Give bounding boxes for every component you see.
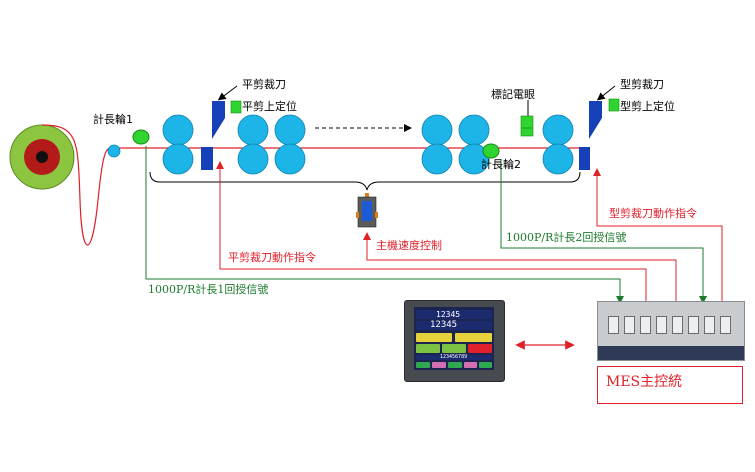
flat-cut-command-label: 平剪裁刀動作指令 [228,251,316,264]
plc-slot [624,316,635,334]
shape-cutter-upper-label: 型剪上定位 [620,100,675,113]
mark-sensor-label: 標記電眼 [491,88,535,101]
hmi-value-5: 123456789 [440,354,468,360]
length-wheel-2-label: 計長輪2 [481,158,521,171]
feedback-line-2 [500,159,707,304]
hmi-btn-5[interactable] [479,362,492,368]
speed-control-line [363,232,677,301]
hmi-btn-3[interactable] [448,362,462,368]
shape-cutter-label: 型剪裁刀 [620,78,664,91]
flat-cutter-lower [201,147,213,170]
shape-cutter-lower [579,147,590,170]
mes-system-box: MES主控統 [597,366,743,404]
material-coil [9,124,75,190]
plc-slot [608,316,619,334]
roller-group-1 [162,114,306,175]
guide-roller [107,144,121,158]
hmi-touch-panel[interactable]: 12345 12345 123456789 [404,300,505,382]
hmi-value-2: 12345 [430,320,458,330]
hmi-screen: 12345 12345 123456789 [414,307,494,370]
hmi-btn-2[interactable] [432,362,446,368]
shape-cutter-blade [589,101,602,139]
plc-slot [688,316,699,334]
length-wheel-2 [482,143,500,159]
hmi-field-d [442,344,466,353]
feedback-line-1 [145,146,624,304]
feedback-2-label: 1000P/R計長2回授信號 [506,231,627,244]
mark-sensor [520,115,534,137]
hmi-field-c [416,344,440,353]
shape-cut-command-line [593,168,723,301]
hmi-row-2: 12345 [416,321,492,330]
mes-label: MES主控統 [606,374,683,390]
plc-controller [597,301,745,361]
main-speed-label: 主機速度控制 [376,239,442,252]
main-drive-motor [356,193,378,228]
hmi-field-a [416,333,452,342]
hmi-field-b [455,333,492,342]
plc-slot [704,316,715,334]
flat-cutter-label: 平剪裁刀 [242,78,286,91]
plc-slot [672,316,683,334]
hmi-btn-1[interactable] [416,362,430,368]
feedback-1-label: 1000P/R計長1回授信號 [148,283,269,296]
plc-slot [640,316,651,334]
hmi-row-5: 123456789 [416,354,492,360]
plc-base [598,346,744,360]
hmi-row-1: 12345 [416,310,492,319]
flat-cutter-upper-sensor [230,100,242,114]
shape-cutter-upper-sensor [608,98,620,112]
hmi-field-e [468,344,492,353]
length-wheel-1 [132,129,150,145]
material-web [41,124,590,246]
plc-slot [720,316,731,334]
flat-cutter-upper-label: 平剪上定位 [242,100,297,113]
hmi-btn-4[interactable] [464,362,477,368]
hmi-value-1: 12345 [436,310,461,319]
plc-slot [656,316,667,334]
flat-cut-command-line [216,161,647,301]
shape-cut-command-label: 型剪裁刀動作指令 [609,207,697,220]
flat-cutter-blade [212,101,225,139]
machine-brace [149,171,581,191]
roller-group-2 [421,114,574,175]
length-wheel-1-label: 計長輪1 [93,113,133,126]
